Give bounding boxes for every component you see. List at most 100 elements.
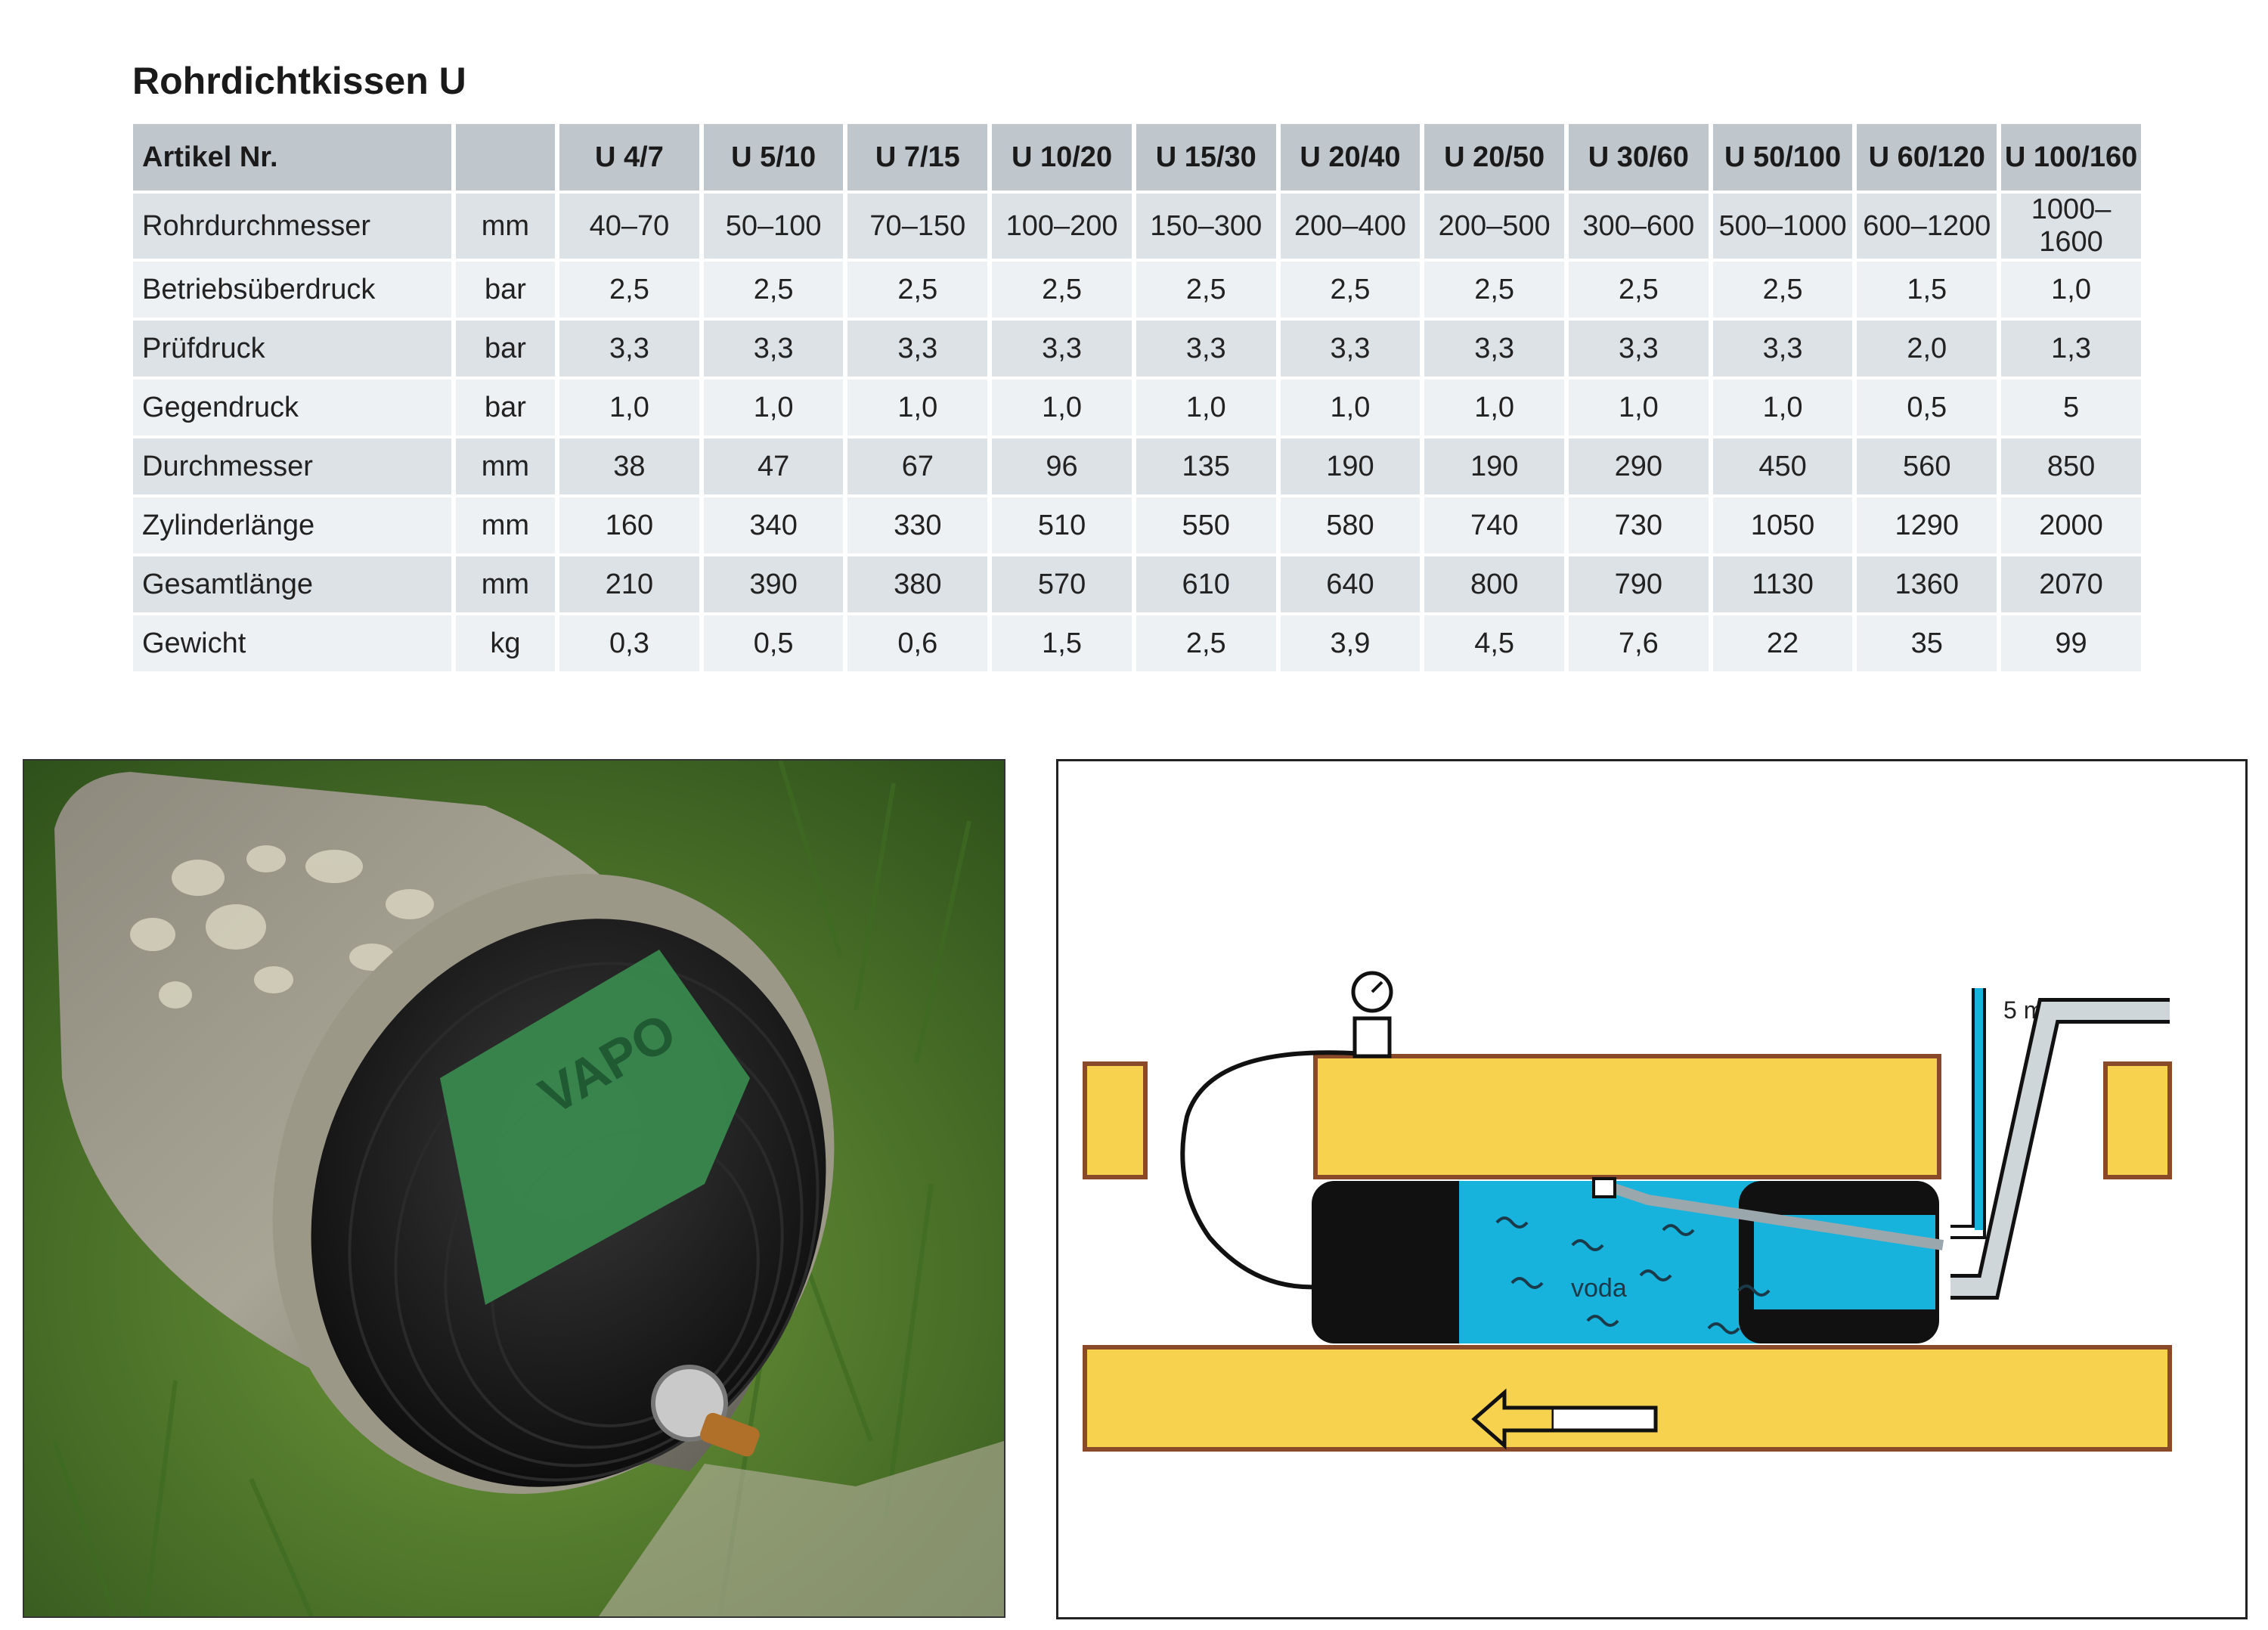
table-cell: 2070 [2001, 556, 2141, 612]
header-cell: U 4/7 [559, 124, 699, 191]
table-cell: 190 [1280, 438, 1421, 494]
row-label: Gesamtlänge [133, 556, 451, 612]
table-cell: 3,3 [1569, 321, 1709, 377]
table-cell: 1,0 [1136, 380, 1276, 435]
table-cell: 50–100 [703, 194, 844, 259]
table-cell: 190 [1424, 438, 1564, 494]
table-cell: 1000–1600 [2001, 194, 2141, 259]
table-cell: 0,3 [559, 615, 699, 671]
table-cell: 380 [847, 556, 988, 612]
table-cell: 3,3 [847, 321, 988, 377]
table-cell: 1,0 [703, 380, 844, 435]
header-cell: U 60/120 [1857, 124, 1997, 191]
table-cell: 2,5 [1280, 262, 1421, 318]
diagram-illustration: voda 5 m [1083, 971, 2172, 1452]
schematic-diagram: voda 5 m [1056, 759, 2248, 1619]
table-cell: 160 [559, 497, 699, 553]
table-cell: 35 [1857, 615, 1997, 671]
header-cell: U 20/50 [1424, 124, 1564, 191]
table-cell: 1,0 [847, 380, 988, 435]
row-label: Rohrdurchmesser [133, 194, 451, 259]
header-cell: U 50/100 [1712, 124, 1853, 191]
header-cell: U 7/15 [847, 124, 988, 191]
table-cell: 200–500 [1424, 194, 1564, 259]
table-cell: 450 [1712, 438, 1853, 494]
table-cell: 2,5 [559, 262, 699, 318]
table-cell: 1,0 [992, 380, 1132, 435]
table-cell: 1130 [1712, 556, 1853, 612]
row-unit: bar [455, 380, 556, 435]
table-cell: 300–600 [1569, 194, 1709, 259]
table-cell: 100–200 [992, 194, 1132, 259]
header-cell: U 100/160 [2001, 124, 2141, 191]
table-cell: 3,3 [1424, 321, 1564, 377]
table-cell: 2,5 [1136, 615, 1276, 671]
table-cell: 70–150 [847, 194, 988, 259]
table-cell: 2,5 [847, 262, 988, 318]
table-cell: 1,0 [1712, 380, 1853, 435]
table-cell: 290 [1569, 438, 1709, 494]
table-cell: 40–70 [559, 194, 699, 259]
row-label: Durchmesser [133, 438, 451, 494]
table-cell: 1,0 [2001, 262, 2141, 318]
row-label: Gewicht [133, 615, 451, 671]
table-cell: 0,6 [847, 615, 988, 671]
header-cell: U 15/30 [1136, 124, 1276, 191]
table-cell: 1,5 [992, 615, 1132, 671]
table-cell: 1,0 [559, 380, 699, 435]
table-cell: 2,5 [1136, 262, 1276, 318]
table-cell: 38 [559, 438, 699, 494]
table-cell: 1360 [1857, 556, 1997, 612]
table-cell: 7,6 [1569, 615, 1709, 671]
table-cell: 600–1200 [1857, 194, 1997, 259]
table-cell: 3,3 [1712, 321, 1853, 377]
table-cell: 850 [2001, 438, 2141, 494]
table-cell: 3,3 [559, 321, 699, 377]
table-cell: 210 [559, 556, 699, 612]
header-cell [455, 124, 556, 191]
table-cell: 4,5 [1424, 615, 1564, 671]
table-cell: 330 [847, 497, 988, 553]
table-cell: 2000 [2001, 497, 2141, 553]
row-unit: bar [455, 262, 556, 318]
table-cell: 67 [847, 438, 988, 494]
table-cell: 580 [1280, 497, 1421, 553]
table-cell: 2,5 [1424, 262, 1564, 318]
row-label: Zylinderlänge [133, 497, 451, 553]
table-cell: 730 [1569, 497, 1709, 553]
header-cell: U 30/60 [1569, 124, 1709, 191]
water-label: voda [1571, 1274, 1627, 1303]
table-cell: 2,0 [1857, 321, 1997, 377]
table-cell: 640 [1280, 556, 1421, 612]
table-cell: 500–1000 [1712, 194, 1853, 259]
table-cell: 1,0 [1280, 380, 1421, 435]
header-cell: Artikel Nr. [133, 124, 451, 191]
table-cell: 3,3 [992, 321, 1132, 377]
table-cell: 1,0 [1424, 380, 1564, 435]
page-title: Rohrdichtkissen U [132, 60, 466, 102]
table-cell: 99 [2001, 615, 2141, 671]
table-cell: 740 [1424, 497, 1564, 553]
table-cell: 3,3 [1136, 321, 1276, 377]
row-unit: mm [455, 194, 556, 259]
table-cell: 2,5 [992, 262, 1132, 318]
row-unit: mm [455, 438, 556, 494]
table-cell: 5 [2001, 380, 2141, 435]
table-cell: 390 [703, 556, 844, 612]
header-cell: U 10/20 [992, 124, 1132, 191]
table-cell: 200–400 [1280, 194, 1421, 259]
table-cell: 1,0 [1569, 380, 1709, 435]
row-unit: bar [455, 321, 556, 377]
table-cell: 610 [1136, 556, 1276, 612]
table-cell: 570 [992, 556, 1132, 612]
table-cell: 3,3 [1280, 321, 1421, 377]
row-unit: mm [455, 556, 556, 612]
row-unit: kg [455, 615, 556, 671]
table-cell: 510 [992, 497, 1132, 553]
row-label: Gegendruck [133, 380, 451, 435]
table-cell: 3,3 [703, 321, 844, 377]
